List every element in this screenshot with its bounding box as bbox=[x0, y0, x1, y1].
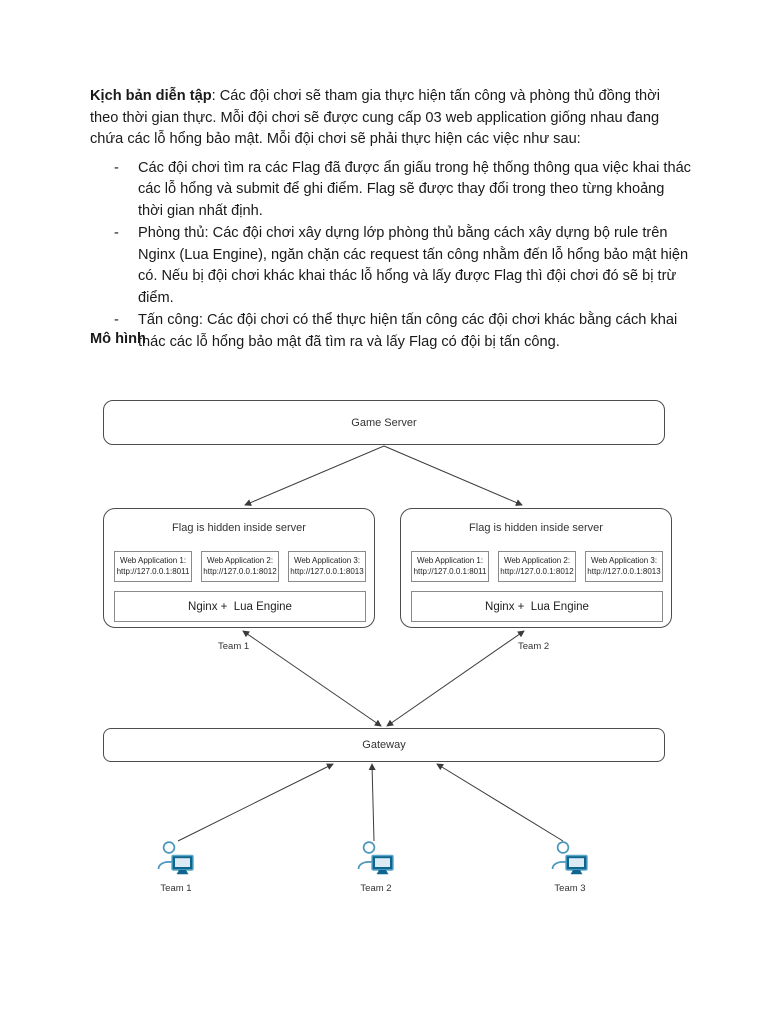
intro-lead-rest: : Các đội chơi sẽ tham gia thực hiện tấn… bbox=[90, 88, 660, 147]
game-server-label: Game Server bbox=[351, 416, 417, 429]
section-heading-model: Mô hình bbox=[90, 331, 146, 347]
webapp-url: http://127.0.0.1:8011 bbox=[116, 566, 190, 576]
bullet-item-defense: - Phòng thủ: Các đội chơi xây dựng lớp p… bbox=[114, 223, 692, 309]
nginx-lua-engine-box: Nginx + Lua Engine bbox=[114, 591, 366, 622]
game-server-box: Game Server bbox=[103, 400, 665, 445]
user-workstation-icon bbox=[355, 840, 397, 881]
team1-server-box: Flag is hidden inside server Web Applica… bbox=[103, 508, 375, 628]
webapp-url: http://127.0.0.1:8012 bbox=[500, 566, 574, 576]
webapp-name: Web Application 1: bbox=[119, 556, 187, 565]
webapp-url: http://127.0.0.1:8012 bbox=[203, 566, 277, 576]
intro-lead-bold: Kịch bản diễn tập bbox=[90, 88, 212, 104]
gateway-box: Gateway bbox=[103, 728, 665, 762]
bullet-marker: - bbox=[114, 312, 119, 328]
bullet-item-attack: - Tấn công: Các đội chơi có thể thực hiệ… bbox=[114, 310, 692, 353]
webapp-name: Web Application 2: bbox=[206, 556, 274, 565]
bullet-list: - Các đội chơi tìm ra các Flag đã được ẩ… bbox=[90, 158, 692, 354]
webapp-row: Web Application 1: http://127.0.0.1:8011… bbox=[411, 551, 663, 582]
flag-note: Flag is hidden inside server bbox=[172, 522, 306, 534]
bullet-marker: - bbox=[114, 225, 119, 241]
team2-server-box: Flag is hidden inside server Web Applica… bbox=[400, 508, 672, 628]
webapp-url: http://127.0.0.1:8013 bbox=[290, 566, 364, 576]
webapp-url: http://127.0.0.1:8013 bbox=[587, 566, 661, 576]
webapp-url: http://127.0.0.1:8011 bbox=[413, 566, 487, 576]
client-team1-label: Team 1 bbox=[160, 883, 192, 894]
team1-server-label: Team 1 bbox=[218, 641, 250, 652]
client-team2-label: Team 2 bbox=[360, 883, 392, 894]
webapp-name: Web Application 3: bbox=[590, 556, 658, 565]
bullet-text: Các đội chơi tìm ra các Flag đã được ẩn … bbox=[138, 159, 691, 219]
user-workstation-icon bbox=[155, 840, 197, 881]
bullet-marker: - bbox=[114, 159, 119, 176]
client-team3-label: Team 3 bbox=[554, 883, 586, 894]
bullet-item-flags: - Các đội chơi tìm ra các Flag đã được ẩ… bbox=[114, 158, 692, 223]
intro-paragraph: Kịch bản diễn tập: Các đội chơi sẽ tham … bbox=[90, 86, 692, 151]
webapp-box-3: Web Application 3: http://127.0.0.1:8013 bbox=[288, 551, 366, 582]
webapp-name: Web Application 2: bbox=[503, 556, 571, 565]
bullet-text: Phòng thủ: Các đội chơi xây dựng lớp phò… bbox=[138, 225, 689, 306]
webapp-name: Web Application 3: bbox=[293, 556, 361, 565]
webapp-box-1: Web Application 1: http://127.0.0.1:8011 bbox=[411, 551, 489, 582]
webapp-box-3: Web Application 3: http://127.0.0.1:8013 bbox=[585, 551, 663, 582]
client-team3: Team 3 bbox=[540, 840, 600, 894]
flag-note: Flag is hidden inside server bbox=[469, 522, 603, 534]
intro-block: Kịch bản diễn tập: Các đội chơi sẽ tham … bbox=[90, 86, 692, 354]
client-team1: Team 1 bbox=[146, 840, 206, 894]
nginx-lua-engine-box: Nginx + Lua Engine bbox=[411, 591, 663, 622]
bullet-text: Tấn công: Các đội chơi có thể thực hiện … bbox=[138, 312, 678, 350]
user-workstation-icon bbox=[549, 840, 591, 881]
team2-server-label: Team 2 bbox=[518, 641, 550, 652]
client-team2: Team 2 bbox=[346, 840, 406, 894]
webapp-row: Web Application 1: http://127.0.0.1:8011… bbox=[114, 551, 366, 582]
gateway-label: Gateway bbox=[362, 739, 406, 751]
webapp-box-1: Web Application 1: http://127.0.0.1:8011 bbox=[114, 551, 192, 582]
webapp-box-2: Web Application 2: http://127.0.0.1:8012 bbox=[201, 551, 279, 582]
webapp-name: Web Application 1: bbox=[416, 556, 484, 565]
webapp-box-2: Web Application 2: http://127.0.0.1:8012 bbox=[498, 551, 576, 582]
